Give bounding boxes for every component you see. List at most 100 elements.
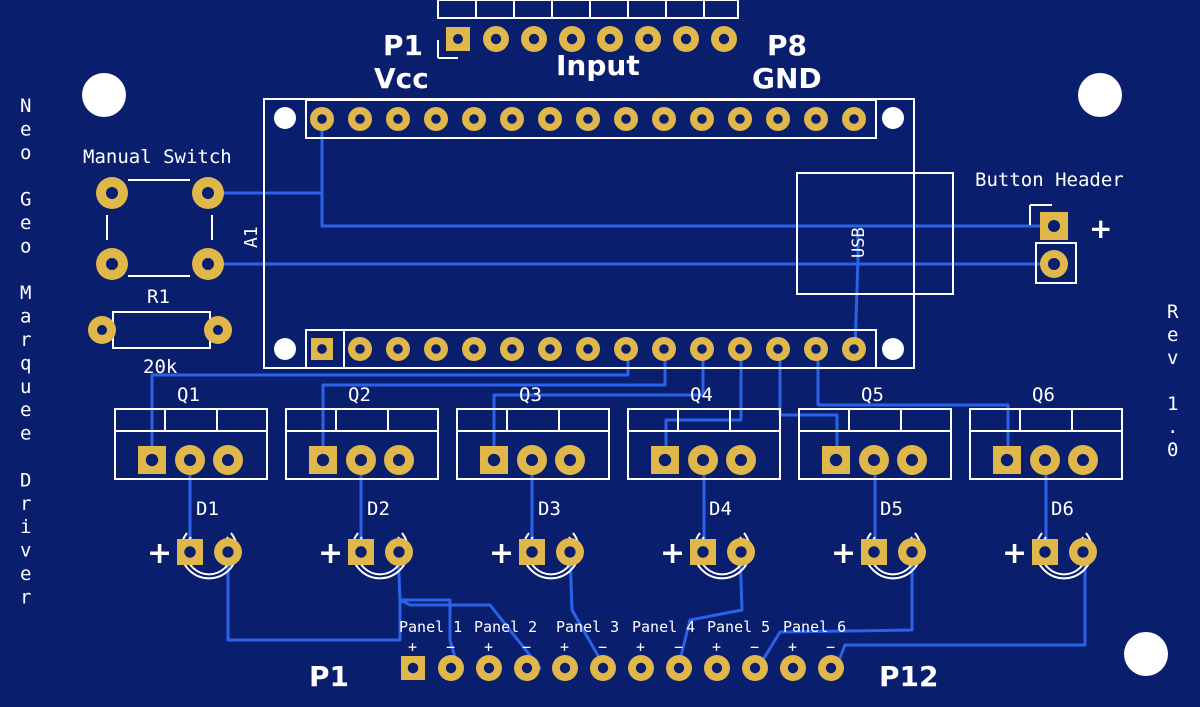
rev-char: . xyxy=(1167,416,1178,438)
panel-label: Panel 5 xyxy=(707,618,770,636)
a1-bottom-pin xyxy=(424,337,448,361)
transistor-q3: Q3 xyxy=(456,384,610,480)
button-header-label: Button Header xyxy=(975,169,1124,191)
a1-top-pin xyxy=(804,107,828,131)
module-ref: A1 xyxy=(241,226,262,248)
bottom-header-pin xyxy=(666,655,692,681)
side-char: D xyxy=(20,469,31,491)
transistor-pin xyxy=(213,445,243,475)
gnd-label: GND xyxy=(752,62,822,95)
panel-polarity: + xyxy=(484,638,493,656)
led-d1: D1+ xyxy=(147,498,242,580)
transistor-ref: Q3 xyxy=(519,384,542,406)
side-char: o xyxy=(20,235,31,257)
input-label: Input xyxy=(556,49,640,82)
a1-bottom-pin xyxy=(652,337,676,361)
panel-polarity: − xyxy=(750,638,759,656)
led-anode-pad xyxy=(690,539,716,565)
a1-bottom-pin xyxy=(311,338,333,360)
led-d5: D5+ xyxy=(831,498,926,580)
led-plus: + xyxy=(831,536,856,571)
bottom-header-pin xyxy=(438,655,464,681)
transistor-ref: Q2 xyxy=(348,384,371,406)
bottom-header-pin xyxy=(780,655,806,681)
transistor-pin xyxy=(688,445,718,475)
led-d3: D3+ xyxy=(489,498,584,580)
top-p8-label: P8 xyxy=(767,29,807,62)
usb-label: USB xyxy=(849,227,869,258)
a1-top-pin xyxy=(310,107,334,131)
side-char: N xyxy=(20,95,31,117)
panel-label: Panel 3 xyxy=(556,618,619,636)
transistor-pin xyxy=(480,446,508,474)
bottom-header-pin xyxy=(818,655,844,681)
a1-bottom-pin xyxy=(348,337,372,361)
led-anode-pad xyxy=(348,539,374,565)
panel-polarity: − xyxy=(826,638,835,656)
a1-top-pin xyxy=(576,107,600,131)
panel-polarity: + xyxy=(636,638,645,656)
vcc-label: Vcc xyxy=(374,62,429,95)
transistor-pin xyxy=(1030,445,1060,475)
led-d6: D6+ xyxy=(1002,498,1097,580)
side-char: r xyxy=(20,586,31,608)
a1-top-pin xyxy=(690,107,714,131)
side-char: u xyxy=(20,376,31,398)
bottom-header-pin xyxy=(401,656,425,680)
mounting-holes xyxy=(82,73,1168,676)
resistor-value: 20k xyxy=(143,356,178,378)
top-p1-label: P1 xyxy=(383,29,423,62)
bottom-header-pin xyxy=(590,655,616,681)
bottom-header-pin xyxy=(476,655,502,681)
rev-char: e xyxy=(1167,324,1178,346)
transistor-ref: Q6 xyxy=(1032,384,1055,406)
resistor-ref: R1 xyxy=(147,286,170,308)
led-plus: + xyxy=(147,536,172,571)
side-char: i xyxy=(20,516,31,538)
top-header-pin xyxy=(597,26,623,52)
a1-bottom-pin xyxy=(804,337,828,361)
led-cathode-pad xyxy=(727,538,755,566)
side-char: e xyxy=(20,212,31,234)
led-ref: D2 xyxy=(367,498,390,520)
led-d4: D4+ xyxy=(660,498,755,580)
top-header-pin xyxy=(635,26,661,52)
led-ref: D3 xyxy=(538,498,561,520)
side-char: o xyxy=(20,142,31,164)
transistor-pin xyxy=(555,445,585,475)
a1-bottom-pin xyxy=(538,337,562,361)
side-char: e xyxy=(20,563,31,585)
top-header-pin xyxy=(559,26,585,52)
transistor-pin xyxy=(726,445,756,475)
transistor-ref: Q4 xyxy=(690,384,713,406)
a1-top-pin xyxy=(538,107,562,131)
side-char: v xyxy=(20,540,31,562)
led-plus: + xyxy=(660,536,685,571)
panel-polarity: − xyxy=(598,638,607,656)
transistor-q6: Q6 xyxy=(969,384,1123,480)
switch-label: Manual Switch xyxy=(83,146,232,168)
led-plus: + xyxy=(1002,536,1027,571)
side-char: e xyxy=(20,118,31,140)
side-char: M xyxy=(20,282,31,304)
a1-top-pin xyxy=(842,107,866,131)
rev-char: R xyxy=(1167,301,1179,323)
top-header-pin xyxy=(483,26,509,52)
a1-bottom-pin xyxy=(690,337,714,361)
transistor-pin xyxy=(517,445,547,475)
bottom-header-pin xyxy=(628,655,654,681)
transistor-pin xyxy=(651,446,679,474)
a1-top-pin xyxy=(614,107,638,131)
led-anode-pad xyxy=(177,539,203,565)
led-anode-pad xyxy=(861,539,887,565)
transistor-pin xyxy=(138,446,166,474)
a1-bottom-pin xyxy=(766,337,790,361)
bottom-p1-label: P1 xyxy=(309,660,349,693)
resistor-r1 xyxy=(88,311,232,349)
a1-bottom-pin xyxy=(462,337,486,361)
panel-polarity: − xyxy=(674,638,683,656)
panel-polarity: + xyxy=(560,638,569,656)
